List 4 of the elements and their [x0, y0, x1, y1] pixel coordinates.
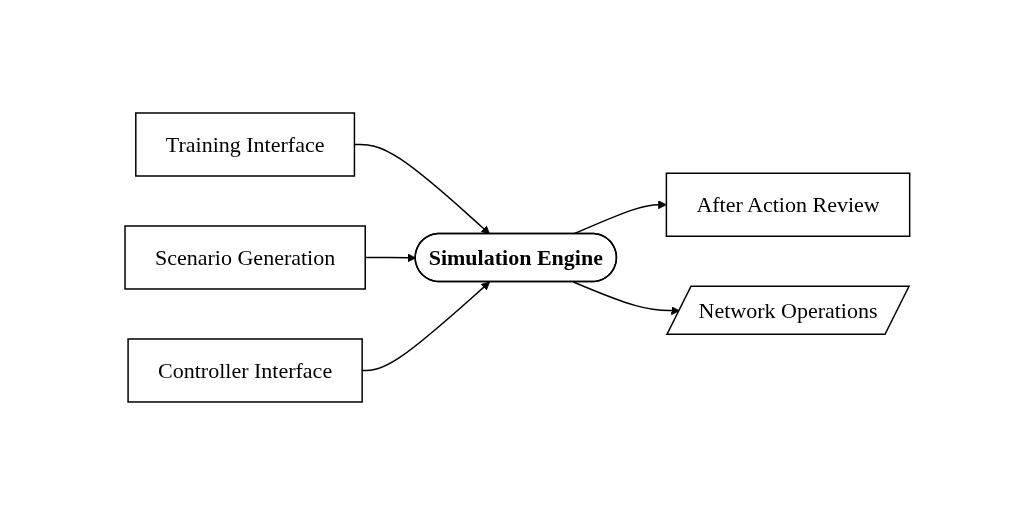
node-box: Scenario Generation: [124, 224, 367, 290]
node-box: Training Interface: [135, 111, 356, 177]
node-box: Controller Interface: [127, 337, 364, 403]
node-box: After Action Review: [665, 172, 911, 237]
